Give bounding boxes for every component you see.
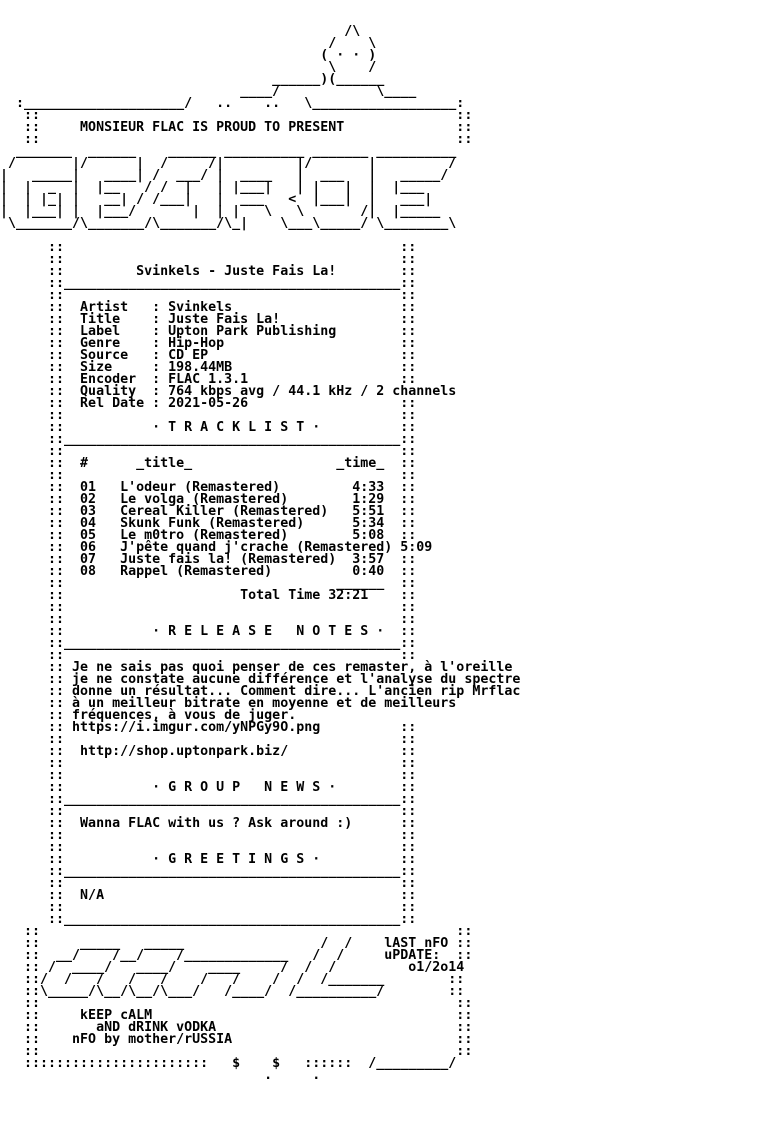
total-time: :: Total Time 32:21 :: — [0, 588, 417, 603]
footer-art-line: :: _____ _____ / / lAST nFO :: — [0, 936, 473, 951]
info-genre: :: Genre : Hip-Hop :: — [0, 336, 417, 351]
footer-text: :: aND dRINK vODKA :: — [0, 1020, 473, 1035]
nfo-line: ____/ \____ — [0, 84, 417, 99]
section-heading-tracklist: :: · T R A C K L I S T · :: — [0, 420, 417, 435]
nfo-line: :: :: — [0, 648, 417, 663]
nfo-line: ::______________________________________… — [0, 864, 417, 879]
info-label: :: Label : Upton Park Publishing :: — [0, 324, 417, 339]
info-quality: :: Quality : 764 kbps avg / 44.1 kHz / 2… — [0, 384, 457, 399]
nfo-line: :: :: — [0, 996, 473, 1011]
nfo-line: /\ — [0, 24, 361, 39]
info-rel-date: :: Rel Date : 2021-05-26 :: — [0, 396, 417, 411]
footer-art-line: ::::::::::::::::::::::: $ $ :::::: /____… — [0, 1056, 457, 1071]
logo-line: | | |_| | __| / /___| | ___ < |___| | __… — [0, 192, 433, 207]
nfo-line: :: :: — [0, 732, 417, 747]
nfo-line: \ / — [0, 60, 377, 75]
nfo-line: :: :: — [0, 804, 417, 819]
nfo-line: :: :: — [0, 468, 417, 483]
release-notes-link: :: https://i.imgur.com/yNPGy9O.png :: — [0, 720, 417, 735]
release-notes-line: :: je ne constate aucune différence et l… — [0, 672, 521, 687]
nfo-line: :: :: — [0, 108, 473, 123]
section-heading-group-news: :: · G R O U P N E W S · :: — [0, 780, 417, 795]
nfo-line: :: :: — [0, 924, 473, 939]
track-row: :: 06 J'pête quand j'crache (Remastered)… — [0, 540, 433, 555]
release-notes-line: :: donne un résultat... Comment dire... … — [0, 684, 521, 699]
info-title: :: Title : Juste Fais La! :: — [0, 312, 417, 327]
nfo-line: :: :: — [0, 1044, 473, 1059]
section-heading-release-notes: :: · R E L E A S E N O T E S · :: — [0, 624, 417, 639]
nfo-line: ______)(______ — [0, 72, 385, 87]
footer-art-line: :: / ____/ ____/ ____ / / / o1/2o14 — [0, 960, 465, 975]
nfo-line: / \ — [0, 36, 377, 51]
nfo-line: :: :: — [0, 288, 417, 303]
nfo-line: :: :: — [0, 900, 417, 915]
track-row: :: 07 Juste fais la! (Remastered) 3:57 :… — [0, 552, 417, 567]
nfo-line: :: :: — [0, 600, 417, 615]
logo-line: / |/ | / /| |/ | / — [0, 156, 457, 171]
track-row: :: 01 L'odeur (Remastered) 4:33 :: — [0, 480, 417, 495]
nfo-line: :: :: — [0, 252, 417, 267]
section-heading-greetings: :: · G R E E T I N G S · :: — [0, 852, 417, 867]
nfo-line: :: ______ :: — [0, 576, 417, 591]
footer-text: :: kEEP cALM :: — [0, 1008, 473, 1023]
track-row: :: 02 Le volga (Remastered) 1:29 :: — [0, 492, 417, 507]
track-row: :: 03 Cereal Killer (Remastered) 5:51 :: — [0, 504, 417, 519]
nfo-line: :: :: — [0, 828, 417, 843]
group-news-text: :: Wanna FLAC with us ? Ask around :) :: — [0, 816, 417, 831]
nfo-line: ::______________________________________… — [0, 636, 417, 651]
track-row: :: 05 Le m0tro (Remastered) 5:08 :: — [0, 528, 417, 543]
footer-art-line: ::/ / / / / / / / / /_______ :: — [0, 972, 465, 987]
nfo-header-title: :: MONSIEUR FLAC IS PROUD TO PRESENT :: — [0, 120, 473, 135]
footer-art-line: . . — [0, 1068, 321, 1083]
nfo-line: :: :: — [0, 132, 473, 147]
nfo-line: ::______________________________________… — [0, 912, 417, 927]
nfo-line: :: :: — [0, 240, 417, 255]
nfo-line: :: :: — [0, 444, 417, 459]
nfo-line: :: :: — [0, 408, 417, 423]
nfo-line: ::______________________________________… — [0, 792, 417, 807]
info-artist: :: Artist : Svinkels :: — [0, 300, 417, 315]
track-row: :: 08 Rappel (Remastered) 0:40 :: — [0, 564, 417, 579]
track-row: :: 04 Skunk Funk (Remastered) 5:34 :: — [0, 516, 417, 531]
release-notes-line: :: fréquences, à vous de juger. — [0, 708, 297, 723]
tracklist-header: :: # _title_ _time_ :: — [0, 456, 417, 471]
info-size: :: Size : 198.44MB :: — [0, 360, 417, 375]
logo-line: | |___| | |___/ | | | \ \ /| |_____ — [0, 204, 441, 219]
nfo-line: :: :: — [0, 840, 417, 855]
nfo-document: /\ / \ ( · · ) \ / ______)(______ — [0, 24, 521, 1083]
nfo-line: :: :: — [0, 768, 417, 783]
logo-line: | _____| ____| / ___/ | ____ | ___ | ___… — [0, 168, 449, 183]
logo-line: _______ ______ ______ __________ _______… — [0, 144, 457, 159]
nfo-line: ( · · ) — [0, 48, 377, 63]
nfo-line: :: :: — [0, 756, 417, 771]
shop-link: :: http://shop.uptonpark.biz/ :: — [0, 744, 417, 759]
release-title: :: Svinkels - Juste Fais La! :: — [0, 264, 417, 279]
nfo-line: ::______________________________________… — [0, 276, 417, 291]
info-source: :: Source : CD EP :: — [0, 348, 417, 363]
nfo-line: ::______________________________________… — [0, 432, 417, 447]
nfo-line: :____________________/ .. .. \__________… — [0, 96, 465, 111]
footer-art-line: :: __/ /__/ /_____________ / / uPDATE: :… — [0, 948, 473, 963]
footer-art-line: ::\_____/\__/\__/\___/ /____/ /_________… — [0, 984, 465, 999]
info-encoder: :: Encoder : FLAC 1.3.1 :: — [0, 372, 417, 387]
nfo-line: :: :: — [0, 876, 417, 891]
release-notes-line: :: à un meilleur bitrate en moyenne et d… — [0, 696, 457, 711]
release-notes-line: :: Je ne sais pas quoi penser de ces rem… — [0, 660, 513, 675]
footer-credit: :: nFO by mother/rUSSIA :: — [0, 1032, 473, 1047]
logo-line: | | _ | |__ / / | | |___| | | | | |___ — [0, 180, 425, 195]
greetings-text: :: N/A :: — [0, 888, 417, 903]
nfo-line: :: :: — [0, 612, 417, 627]
logo-line: \_______/\_______/\_______/\_| \___\____… — [0, 216, 457, 231]
